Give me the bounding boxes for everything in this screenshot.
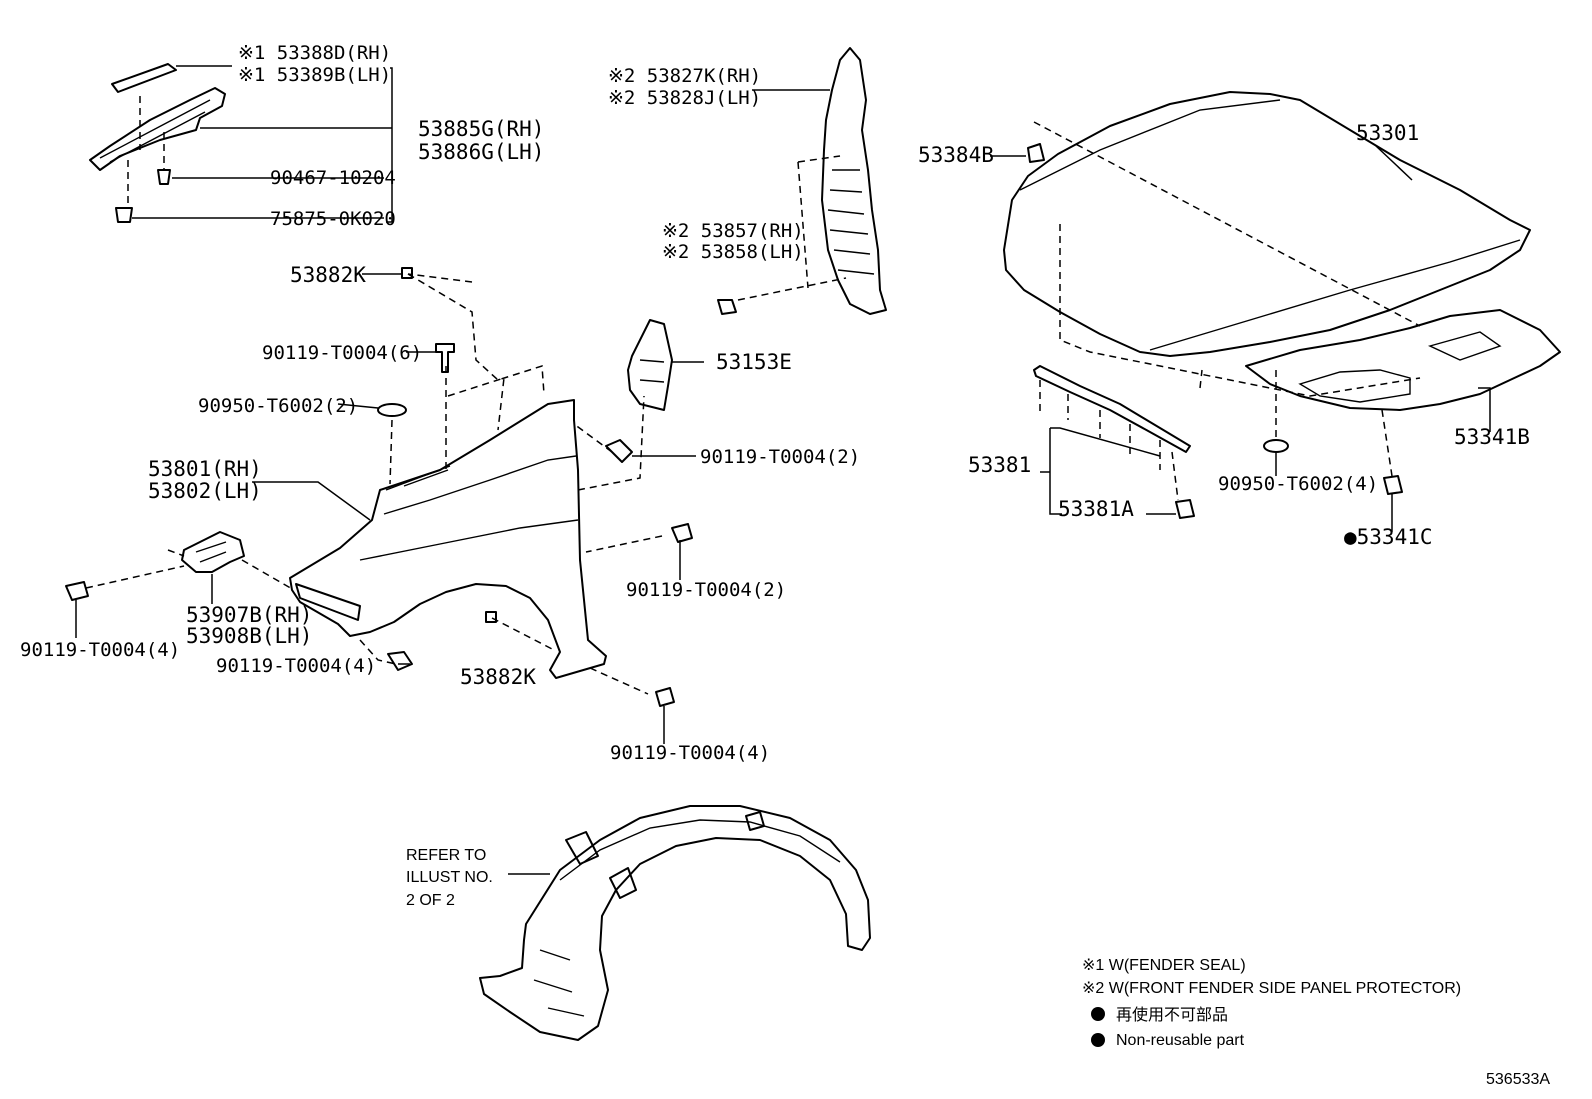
front-fender-illustration	[289, 399, 607, 679]
label-75875: 75875-0K020	[270, 208, 396, 230]
label-53801: 53801(RH)	[148, 457, 262, 481]
hood-seal-illustration	[1033, 365, 1195, 519]
refer-note-line3: 2 OF 2	[406, 892, 455, 909]
label-bolt-bracket-left: 90119-T0004(4)	[20, 639, 180, 661]
label-53886g: 53886G(LH)	[418, 140, 544, 164]
label-53885g: 53885G(RH)	[418, 117, 544, 141]
fender-liner-illustration	[479, 805, 871, 1041]
legend-note-1: ※1 W(FENDER SEAL)	[1082, 957, 1246, 974]
label-53388d: ※1 53388D(RH)	[238, 42, 391, 64]
label-53384b: 53384B	[918, 143, 994, 167]
label-grommet-left: 90950-T6002(2)	[198, 395, 358, 417]
label-53153e: 53153E	[716, 350, 792, 374]
fender-fasteners	[377, 267, 693, 707]
label-53802: 53802(LH)	[148, 479, 262, 503]
label-90467: 90467-10204	[270, 167, 396, 189]
label-53301: 53301	[1356, 121, 1419, 145]
label-bolt-fender-mid: 90119-T0004(2)	[700, 446, 860, 468]
label-53907b: 53907B(RH)	[186, 603, 312, 627]
label-53858: ※2 53858(LH)	[662, 241, 804, 263]
label-53882k-top: 53882K	[290, 263, 366, 287]
legend-note-3: 再使用不可部品	[1116, 1006, 1228, 1024]
legend-note-4: Non-reusable part	[1116, 1032, 1245, 1049]
callout-labels: ※1 53388D(RH) ※1 53389B(LH) 53885G(RH) 5…	[20, 42, 1530, 909]
label-53341c: ●53341C	[1344, 525, 1433, 549]
refer-note-line2: ILLUST NO.	[406, 869, 493, 886]
label-grommet-right: 90950-T6002(4)	[1218, 473, 1378, 495]
label-53381: 53381	[968, 453, 1031, 477]
label-53389b: ※1 53389B(LH)	[238, 64, 391, 86]
figure-id: 536533A	[1486, 1071, 1550, 1088]
fender-leaders	[252, 273, 696, 744]
label-53882k-bottom: 53882K	[460, 665, 536, 689]
non-reusable-bullet-2	[1091, 1033, 1105, 1047]
label-bolt-bracket-right: 90119-T0004(4)	[216, 655, 376, 677]
legend: ※1 W(FENDER SEAL) ※2 W(FRONT FENDER SIDE…	[1082, 957, 1461, 1049]
label-53857: ※2 53857(RH)	[662, 220, 804, 242]
label-53828j: ※2 53828J(LH)	[608, 87, 761, 109]
fender-seal-leaders	[132, 65, 393, 223]
label-bolt-fender-top: 90119-T0004(6)	[262, 342, 422, 364]
legend-note-2: ※2 W(FRONT FENDER SIDE PANEL PROTECTOR)	[1082, 980, 1461, 997]
fender-dash-lines	[359, 273, 663, 695]
label-53341b: 53341B	[1454, 425, 1530, 449]
label-53381a: 53381A	[1058, 497, 1134, 521]
bracket-53153e-illustration	[627, 319, 704, 411]
label-bolt-fender-lower: 90119-T0004(2)	[626, 579, 786, 601]
hood-insulator-illustration	[1245, 309, 1561, 532]
hood-illustration	[990, 91, 1531, 397]
label-53827k: ※2 53827K(RH)	[608, 65, 761, 87]
fender-seal-illustration	[89, 63, 226, 223]
label-bolt-fender-bottom: 90119-T0004(4)	[610, 742, 770, 764]
refer-note-line1: REFER TO	[406, 847, 486, 864]
label-53908b: 53908B(LH)	[186, 624, 312, 648]
non-reusable-bullet-1	[1091, 1007, 1105, 1021]
fender-bracket-illustration	[65, 531, 295, 638]
side-panel-protector-illustration	[717, 47, 887, 315]
